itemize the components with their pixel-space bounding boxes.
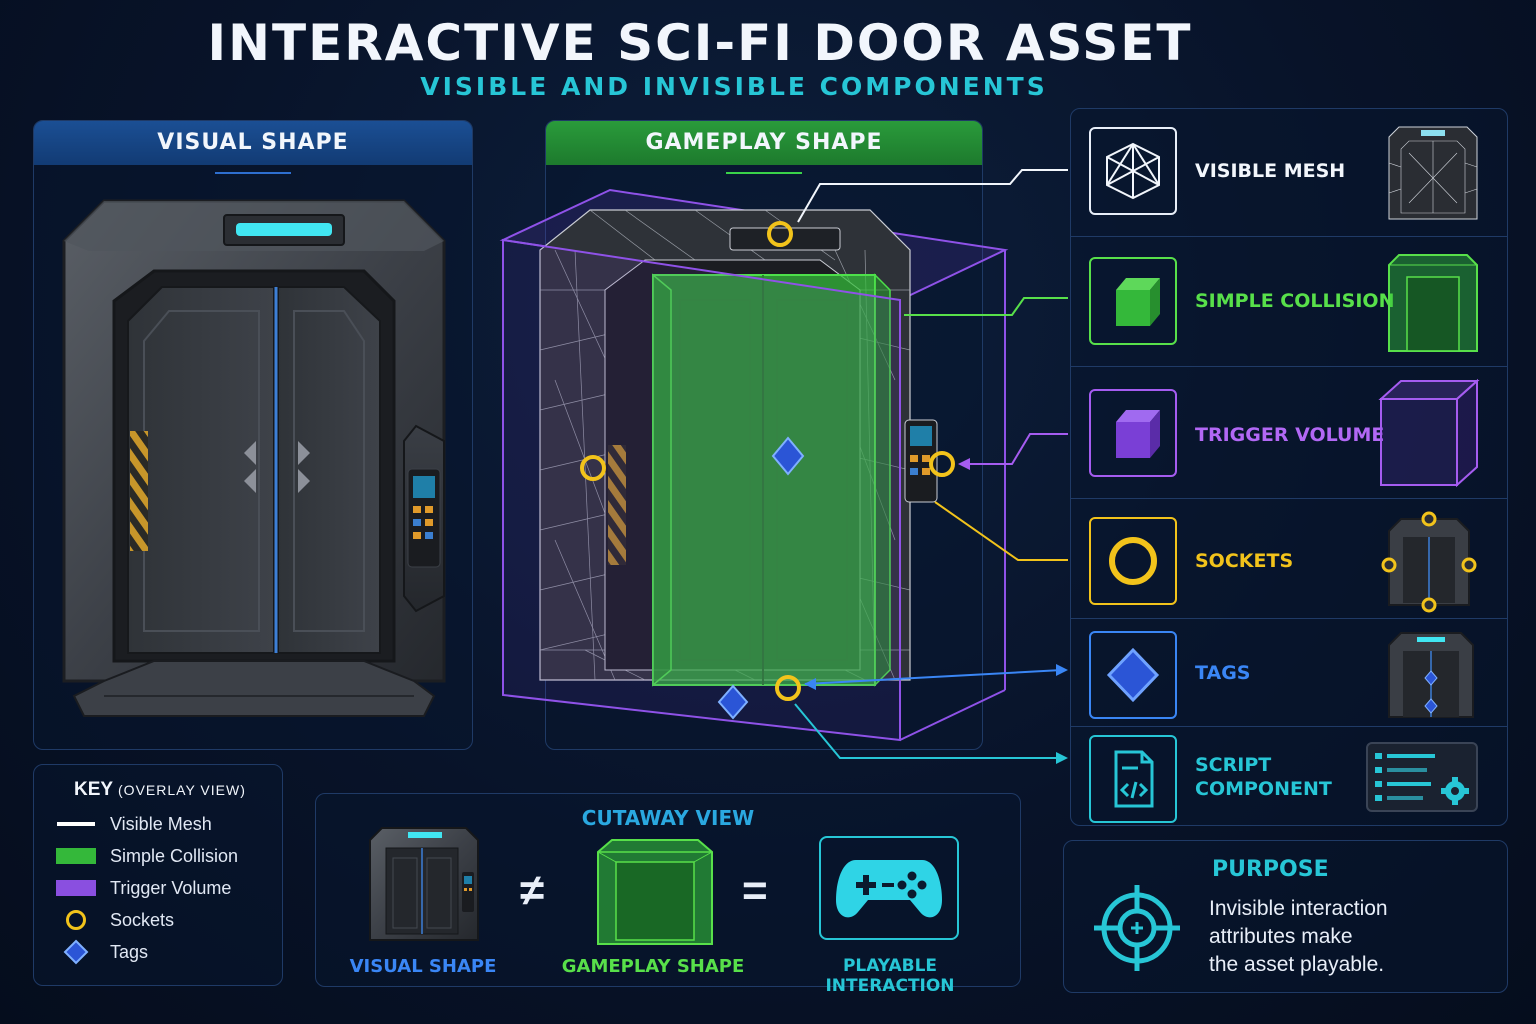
key-item-sockets: Sockets	[56, 907, 174, 933]
component-label: TRIGGER VOLUME	[1195, 424, 1385, 446]
gamepad-icon	[819, 836, 959, 940]
white-line-swatch	[56, 822, 96, 826]
key-label: Sockets	[110, 909, 175, 930]
component-label: SOCKETS	[1195, 550, 1294, 572]
key-heading: KEY	[74, 779, 113, 800]
tags-thumbnail	[1388, 632, 1474, 718]
cutaway-gameplay-label: GAMEPLAY SHAPE	[561, 956, 745, 977]
gear-icon	[1441, 777, 1469, 805]
sockets-thumbnail	[1381, 511, 1477, 613]
key-item-visible-mesh: Visible Mesh	[56, 811, 212, 837]
purpose-title: PURPOSE	[1212, 857, 1329, 882]
purpose-line: the asset playable.	[1209, 953, 1385, 976]
key-item-trigger-volume: Trigger Volume	[56, 875, 231, 901]
key-title: KEY (OVERLAY VIEW)	[74, 779, 246, 801]
green-swatch	[56, 848, 96, 864]
mesh-thumbnail	[1388, 126, 1478, 220]
component-row-script-component: SCRIPT COMPONENT	[1071, 727, 1507, 827]
cutaway-interaction-label: PLAYABLE INTERACTION	[825, 956, 955, 996]
cutaway-panel: CUTAWAY VIEW ≠ = VISUAL SHAPE GAMEPLAY S…	[315, 793, 1021, 996]
component-label-line1: SCRIPT	[1195, 754, 1272, 776]
visual-shape-header: VISUAL SHAPE	[34, 121, 472, 174]
gameplay-shape-header: GAMEPLAY SHAPE	[546, 121, 982, 174]
trigger-thumbnail	[1378, 378, 1480, 488]
visual-shape-panel: VISUAL SHAPE	[33, 120, 473, 750]
component-label: SCRIPT COMPONENT	[1195, 753, 1332, 801]
key-label: Tags	[110, 941, 149, 962]
component-label: TAGS	[1195, 662, 1251, 684]
key-item-simple-collision: Simple Collision	[56, 843, 238, 869]
components-panel: VISIBLE MESH SIMPLE COLLISION	[1070, 108, 1508, 826]
component-label: VISIBLE MESH	[1195, 160, 1346, 182]
cutaway-visual-label: VISUAL SHAPE	[349, 956, 497, 977]
socket-ring-icon	[56, 910, 96, 930]
key-panel: KEY (OVERLAY VIEW) Visible Mesh Simple C…	[33, 764, 283, 986]
component-row-sockets: SOCKETS	[1071, 499, 1507, 619]
purpose-line: attributes make	[1209, 925, 1353, 948]
component-row-tags: TAGS	[1071, 619, 1507, 727]
header-divider	[726, 172, 802, 174]
tag-diamond-icon	[1089, 631, 1177, 719]
door-render-illustration	[62, 199, 446, 717]
gameplay-shape-title: GAMEPLAY SHAPE	[645, 130, 883, 155]
component-row-trigger-volume: TRIGGER VOLUME	[1071, 367, 1507, 499]
key-label: Visible Mesh	[110, 813, 212, 834]
header-divider	[215, 172, 291, 174]
key-label: Trigger Volume	[110, 877, 232, 898]
collision-box-illustration	[597, 839, 713, 945]
script-file-icon	[1089, 735, 1177, 823]
page-subtitle: VISIBLE AND INVISIBLE COMPONENTS	[420, 72, 1048, 101]
key-subheading: (OVERLAY VIEW)	[118, 782, 246, 798]
collision-thumbnail	[1388, 254, 1478, 352]
purpose-line: Invisible interaction	[1209, 897, 1388, 920]
visual-shape-title: VISUAL SHAPE	[157, 130, 349, 155]
purpose-panel: PURPOSE Invisible interaction attributes…	[1063, 840, 1508, 993]
page-title: INTERACTIVE SCI-FI DOOR ASSET	[207, 14, 1193, 72]
script-panel-thumbnail	[1366, 742, 1478, 812]
purple-cube-icon	[1089, 389, 1177, 477]
target-crosshair-icon	[1094, 885, 1180, 971]
component-row-simple-collision: SIMPLE COLLISION	[1071, 237, 1507, 367]
socket-ring-icon	[1089, 517, 1177, 605]
cutaway-title: CUTAWAY VIEW	[581, 806, 755, 830]
component-label-line2: COMPONENT	[1195, 778, 1332, 800]
wireframe-cube-icon	[1089, 127, 1177, 215]
green-cube-icon	[1089, 257, 1177, 345]
tag-diamond-icon	[56, 939, 96, 965]
door-overlay-illustration	[499, 188, 1009, 742]
component-row-visible-mesh: VISIBLE MESH	[1071, 109, 1507, 237]
equals-sign: =	[742, 866, 768, 915]
component-label: SIMPLE COLLISION	[1195, 290, 1395, 312]
purpose-description: Invisible interaction attributes make th…	[1209, 895, 1388, 979]
purple-swatch	[56, 880, 96, 896]
door-mini-illustration	[369, 827, 479, 941]
key-label: Simple Collision	[110, 845, 239, 866]
not-equal-sign: ≠	[520, 866, 545, 915]
key-item-tags: Tags	[56, 939, 148, 965]
